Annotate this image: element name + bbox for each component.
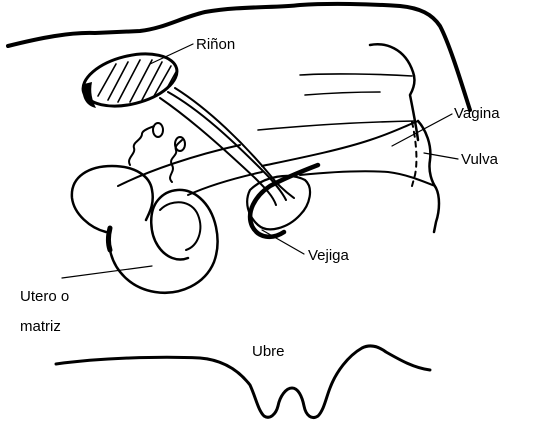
- vagina-canal-bottom: [299, 170, 436, 187]
- leader-bladder: [261, 229, 305, 255]
- label-bladder: Vejiga: [308, 247, 350, 264]
- vulva-dashed-line: [411, 121, 418, 187]
- kidney-shading: [82, 82, 96, 108]
- vulva-outline: [416, 119, 441, 234]
- uterine-horn-right: [108, 188, 219, 294]
- uterine-horn-left: [70, 164, 154, 234]
- oviduct-right: [169, 139, 183, 183]
- ureter-outer: [174, 87, 295, 199]
- pelvis-line-2: [304, 91, 381, 96]
- ureter-left: [167, 91, 287, 201]
- pelvis-line-3: [257, 120, 416, 131]
- udder-outline: [54, 344, 432, 420]
- uterine-horn-left-tip: [106, 225, 113, 253]
- pelvis-line-1: [299, 73, 413, 77]
- label-uterus-line1: Utero o: [20, 288, 69, 305]
- uterine-horn-inner: [159, 201, 202, 251]
- label-uterus-line2: matriz: [20, 318, 61, 335]
- label-kidney: Riñon: [196, 36, 235, 53]
- leader-kidney: [149, 43, 194, 65]
- uterine-body-top: [117, 144, 241, 187]
- ureter-right: [159, 97, 277, 206]
- label-udder: Ubre: [252, 343, 285, 360]
- ovary-left: [152, 122, 164, 138]
- oviduct-left: [128, 125, 155, 166]
- leader-vulva: [423, 152, 459, 160]
- bladder-thick-wall: [247, 162, 321, 240]
- ovary-right: [174, 136, 186, 152]
- leader-vagina: [391, 113, 453, 147]
- leader-uterus: [61, 265, 153, 279]
- label-vulva: Vulva: [461, 151, 499, 168]
- vagina-canal-top: [261, 120, 419, 167]
- uterine-body-bottom: [187, 171, 263, 196]
- label-vagina: Vagina: [454, 105, 500, 122]
- kidney-hatching: [97, 59, 177, 103]
- rump-outline: [368, 43, 420, 142]
- back-outline: [6, 1, 472, 112]
